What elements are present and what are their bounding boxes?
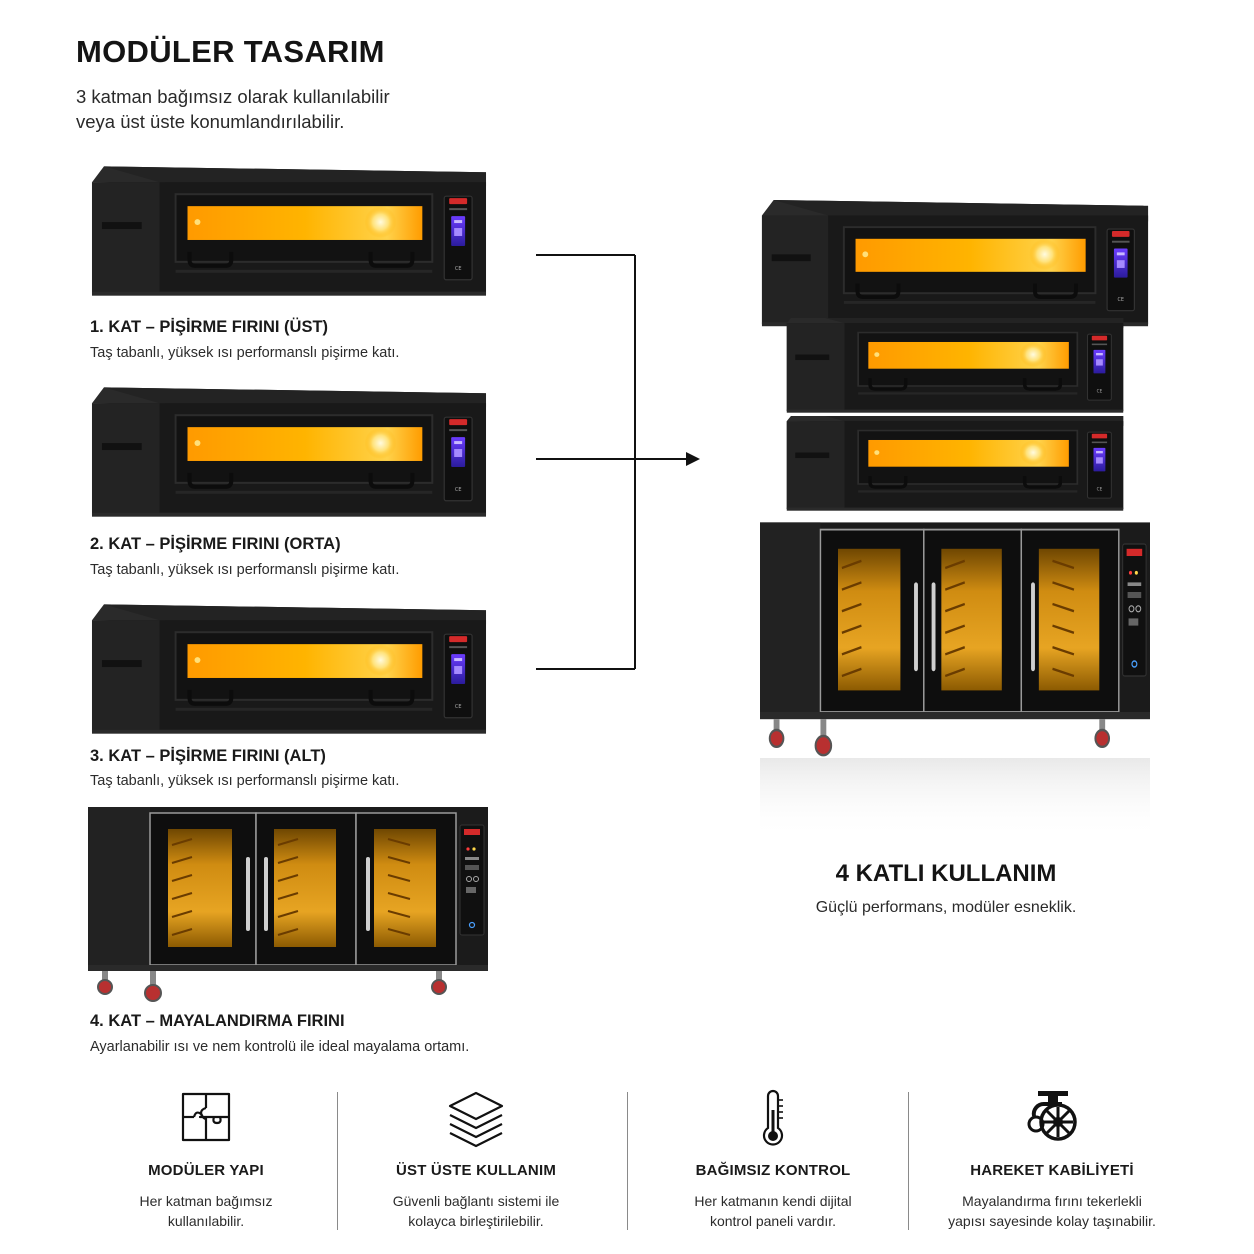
module-2-title: 2. KAT – PİŞİRME FIRINI (ORTA) xyxy=(90,535,341,553)
proofer-cabinet-image xyxy=(88,805,488,1005)
feature-modular-title: MODÜLER YAPI xyxy=(148,1162,264,1179)
feature-divider-3 xyxy=(908,1092,909,1230)
feature-stacking-desc-line-2: kolayca birleştirilebilir. xyxy=(408,1213,544,1229)
feature-independent-control-title: BAĞIMSIZ KONTROL xyxy=(695,1162,851,1179)
feature-independent-control-desc-line-1: Her katmanın kendi dijital xyxy=(694,1193,852,1209)
module-1-title: 1. KAT – PİŞİRME FIRINI (ÜST) xyxy=(90,318,329,336)
feature-modular-desc: Her katman bağımsız kullanılabilir. xyxy=(71,1191,341,1231)
feature-mobility-desc-line-2: yapısı sayesinde kolay taşınabilir. xyxy=(948,1213,1156,1229)
module-4-desc: Ayarlanabilir ısı ve nem kontrolü ile id… xyxy=(90,1039,470,1055)
feature-divider-1 xyxy=(337,1092,338,1230)
feature-stacking: ÜST ÜSTE KULLANIM Güvenli bağlantı siste… xyxy=(341,1088,611,1231)
arrow-head-icon xyxy=(686,452,700,466)
combined-subtitle: Güçlü performans, modüler esneklik. xyxy=(815,899,1077,916)
feature-modular-desc-line-2: kullanılabilir. xyxy=(167,1213,245,1229)
feature-mobility: HAREKET KABİLİYETİ Mayalandırma fırını t… xyxy=(917,1088,1187,1231)
feature-stacking-desc-line-1: Güvenli bağlantı sistemi ile xyxy=(392,1193,560,1209)
feature-independent-control-desc: Her katmanın kendi dijital kontrol panel… xyxy=(638,1191,908,1231)
page-title: MODÜLER TASARIM xyxy=(76,34,385,69)
four-level-oven-stack-image xyxy=(760,198,1150,838)
deck-oven-middle-image xyxy=(90,385,488,525)
feature-stacking-desc: Güvenli bağlantı sistemi ile kolayca bir… xyxy=(341,1191,611,1231)
feature-independent-control-desc-line-2: kontrol paneli vardır. xyxy=(709,1213,837,1229)
layers-icon xyxy=(446,1088,506,1148)
feature-mobility-desc-line-1: Mayalandırma fırını tekerlekli xyxy=(962,1193,1142,1209)
deck-oven-top-image xyxy=(90,164,488,304)
combined-title: 4 KATLI KULLANIM xyxy=(835,860,1057,887)
page-subtitle: 3 katman bağımsız olarak kullanılabilir … xyxy=(76,84,496,134)
feature-mobility-title: HAREKET KABİLİYETİ xyxy=(970,1162,1134,1179)
puzzle-icon xyxy=(176,1088,236,1148)
feature-stacking-title: ÜST ÜSTE KULLANIM xyxy=(395,1162,557,1179)
page-subtitle-line-1: 3 katman bağımsız olarak kullanılabilir xyxy=(76,86,390,107)
module-1-desc: Taş tabanlı, yüksek ısı performanslı piş… xyxy=(90,345,400,361)
feature-mobility-desc: Mayalandırma fırını tekerlekli yapısı sa… xyxy=(917,1191,1187,1231)
feature-independent-control: BAĞIMSIZ KONTROL Her katmanın kendi diji… xyxy=(638,1088,908,1231)
module-3-title: 3. KAT – PİŞİRME FIRINI (ALT) xyxy=(90,747,326,765)
page-subtitle-line-2: veya üst üste konumlandırılabilir. xyxy=(76,111,345,132)
feature-modular-desc-line-1: Her katman bağımsız xyxy=(139,1193,273,1209)
feature-modular: MODÜLER YAPI Her katman bağımsız kullanı… xyxy=(71,1088,341,1231)
caster-wheel-icon xyxy=(1022,1088,1082,1148)
deck-oven-bottom-image xyxy=(90,602,488,742)
module-2-desc: Taş tabanlı, yüksek ısı performanslı piş… xyxy=(90,562,400,578)
module-3-desc: Taş tabanlı, yüksek ısı performanslı piş… xyxy=(90,773,400,789)
stack-arrow-connector xyxy=(536,254,700,670)
module-4-title: 4. KAT – MAYALANDIRMA FIRINI xyxy=(90,1012,345,1030)
thermometer-icon xyxy=(743,1088,803,1148)
feature-divider-2 xyxy=(627,1092,628,1230)
